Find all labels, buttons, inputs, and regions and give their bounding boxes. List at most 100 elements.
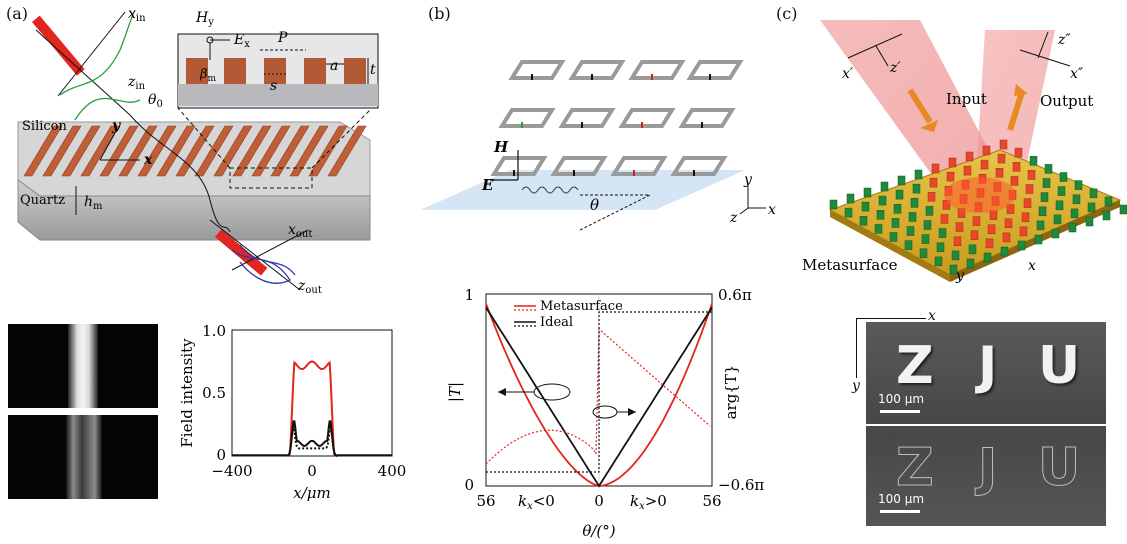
nano-pillar xyxy=(997,153,1006,164)
nano-pillar xyxy=(985,238,994,249)
silicon-ridge xyxy=(232,125,272,177)
nano-pillar xyxy=(1102,210,1111,221)
nano-pillar xyxy=(929,177,938,188)
quartz-label: Quartz xyxy=(20,193,65,208)
inset-ex-label: Ex xyxy=(233,32,250,50)
nano-pillar xyxy=(1051,228,1060,239)
fi-ylabel: Field intensity xyxy=(178,338,196,448)
nano-pillar xyxy=(1034,234,1043,245)
nano-pillar xyxy=(891,218,900,228)
nano-pillar xyxy=(999,139,1008,150)
silicon-ridge xyxy=(23,125,63,177)
split-ring-resonator xyxy=(610,156,668,176)
wave xyxy=(521,186,579,194)
output-profile-2 xyxy=(239,244,296,276)
nano-pillar xyxy=(1012,162,1021,172)
sem-image-top: Z J U 100 μm xyxy=(866,322,1106,424)
nano-pillar xyxy=(1070,208,1079,219)
inset-a-label: a xyxy=(330,58,338,74)
nano-pillar xyxy=(983,252,992,263)
inset-s-label: s xyxy=(270,78,277,94)
illuminated-spot xyxy=(944,177,1016,213)
input-beam-cone xyxy=(820,20,1010,200)
nano-pillar xyxy=(938,228,947,238)
inset-t-label: t xyxy=(370,62,376,78)
nano-pillar xyxy=(1068,222,1077,233)
nano-pillar xyxy=(931,163,940,174)
silicon-ridge xyxy=(213,125,253,177)
e-label: E xyxy=(481,176,494,194)
zout-label: zout xyxy=(297,278,322,296)
beam-image-top xyxy=(8,324,158,408)
zoom-box xyxy=(229,167,313,189)
nano-pillar xyxy=(963,165,972,176)
nano-pillar xyxy=(923,220,932,230)
nano-pillar xyxy=(970,230,979,241)
legend-meta: Metasurface xyxy=(540,299,623,314)
t-xtick-center: 0 xyxy=(594,492,604,510)
x-label: x xyxy=(143,152,153,168)
hm-label: hm xyxy=(84,194,103,212)
fi-ytick-0: 0 xyxy=(216,446,226,464)
zp-axis xyxy=(875,45,889,67)
z-axis-label: z xyxy=(729,210,738,226)
nano-pillar xyxy=(1044,164,1053,174)
panel-a: (a) xyxy=(0,0,406,544)
h-label: H xyxy=(493,138,509,156)
input-profile-2 xyxy=(74,97,141,121)
fi-xtick-2: 400 xyxy=(378,462,407,480)
nano-pillar xyxy=(1000,246,1009,257)
nano-pillar xyxy=(912,183,921,194)
nano-pillar xyxy=(1025,184,1034,194)
nano-pillar xyxy=(936,242,945,253)
panel-c: (c) x′ z′ z″ x″ Input Output xyxy=(770,0,1127,544)
silicon-ridge xyxy=(99,125,139,177)
quartz-substrate xyxy=(17,179,371,241)
nano-pillar xyxy=(1014,147,1023,158)
silicon-ridge xyxy=(270,125,310,177)
split-ring-resonator xyxy=(670,156,728,176)
right-tick-bottom: −0.6π xyxy=(718,476,764,494)
series-black-curve xyxy=(232,420,392,457)
y-label: y xyxy=(111,118,121,134)
fi-xlabel: x/μm xyxy=(293,484,331,502)
scale-top-bar xyxy=(880,410,920,413)
sem-y-label: y xyxy=(852,378,860,394)
nano-pillar xyxy=(934,256,943,267)
output-arrowhead xyxy=(1014,84,1028,96)
meta-phase-curve xyxy=(485,327,711,465)
split-ring-resonator xyxy=(686,60,744,80)
nano-pillar xyxy=(946,171,955,182)
silicon-ridge xyxy=(80,125,120,177)
nano-pillar xyxy=(987,224,996,235)
left-tick-0: 0 xyxy=(464,476,474,494)
panel-b: (b) H E θ y z x Metasurface Ideal xyxy=(400,0,776,544)
fi-xtick-1: 0 xyxy=(307,462,317,480)
output-label: Output xyxy=(1040,92,1093,110)
input-arrow xyxy=(907,88,933,124)
sem-x-label: x xyxy=(928,308,936,324)
plate-side-1 xyxy=(830,210,950,282)
theta-label: θ xyxy=(590,196,599,214)
nano-pillar xyxy=(1017,240,1026,251)
split-ring-resonator xyxy=(628,60,686,80)
xout-axis xyxy=(231,229,309,271)
x-axis-label: x xyxy=(768,202,776,218)
silicon-label: Silicon xyxy=(22,119,67,134)
inset-p-label: P xyxy=(277,30,288,46)
nano-pillar xyxy=(846,193,855,204)
t-ylabel-left: |T| xyxy=(446,382,464,402)
panel-c-schematic: x′ z′ z″ x″ Input Output Metasurface y x xyxy=(802,20,1127,284)
nano-pillar xyxy=(921,234,930,244)
nano-pillar xyxy=(1002,232,1011,243)
inset-hy-label: Hy xyxy=(195,10,214,28)
y-axis-arrow xyxy=(99,132,116,161)
split-ring-resonator xyxy=(568,60,626,80)
nano-pillar xyxy=(1019,226,1028,237)
edge-letter-u: U xyxy=(1037,438,1081,499)
left-tick-1: 1 xyxy=(464,286,474,304)
letter-j: J xyxy=(978,336,998,396)
xpp-label: x″ xyxy=(1070,66,1084,82)
metamaterial-array xyxy=(490,60,744,176)
nano-pillar xyxy=(1059,172,1068,182)
